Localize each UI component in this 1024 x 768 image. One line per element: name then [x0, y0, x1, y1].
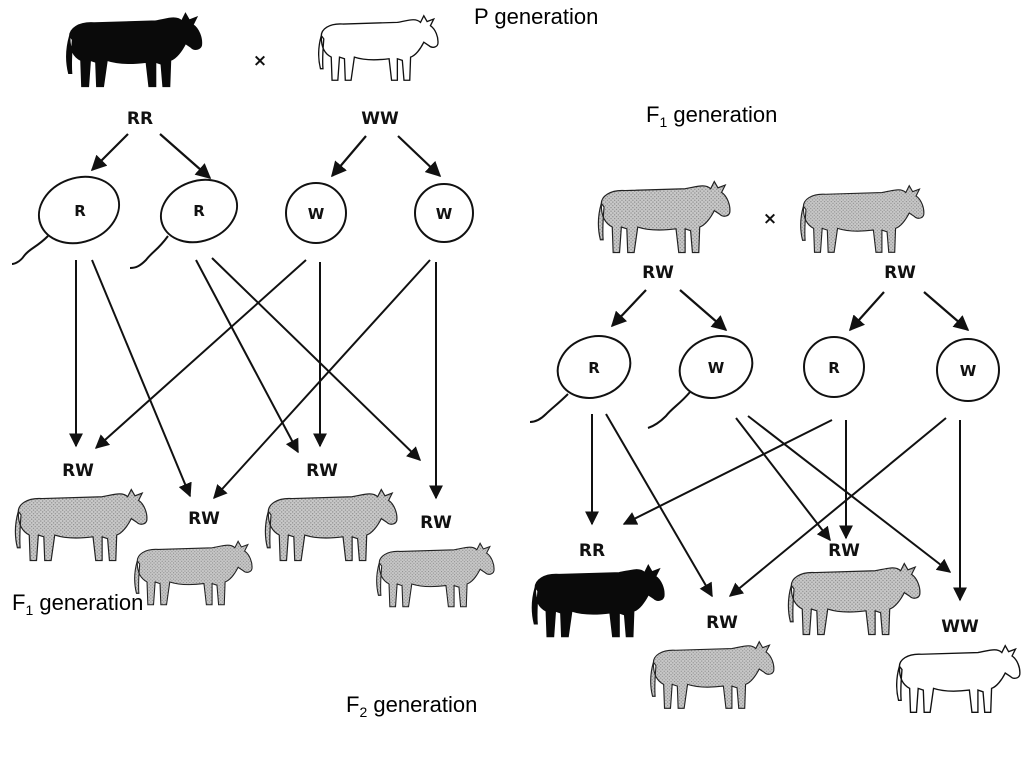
offspring-genotype: RW: [188, 509, 220, 529]
caption-p-generation: P generation: [474, 4, 598, 29]
offspring-cow-roan: [134, 540, 253, 606]
fertilization-arrows: [585, 413, 967, 602]
offspring-genotype: RW: [306, 461, 338, 481]
offspring-cow-roan: [14, 488, 148, 562]
parent-arrows: [90, 133, 442, 180]
gamete-label: W: [960, 362, 977, 380]
offspring-cow-black: [531, 564, 665, 638]
gamete-label: R: [74, 202, 86, 220]
parent-genotype-rr: RR: [127, 109, 153, 129]
egg-gamete: [414, 183, 474, 243]
offspring-cow-roan: [650, 641, 775, 709]
gametes: [529, 335, 1000, 429]
parent-genotype: RW: [884, 263, 916, 283]
offspring-genotype: RW: [828, 541, 860, 561]
parent-arrows: [610, 289, 970, 332]
caption-f2-generation: F2 generation: [346, 692, 477, 720]
offspring-genotype: RW: [62, 461, 94, 481]
sperm-gamete: [556, 335, 632, 399]
offspring-cow-roan: [787, 562, 921, 636]
left-cross: × P generation RR WW R R W W: [11, 4, 598, 618]
offspring-cow-roan: [376, 542, 495, 608]
parent-genotype-ww: WW: [361, 109, 399, 129]
offspring-cow-roan: [264, 488, 398, 562]
parent-cow-roan: [800, 185, 925, 253]
sperm-gamete: [678, 335, 754, 399]
egg-gamete: [285, 182, 347, 244]
gamete-label: R: [828, 359, 840, 377]
offspring-genotype: RW: [420, 513, 452, 533]
offspring-cow-white: [896, 645, 1021, 713]
offspring-genotype: RR: [579, 541, 605, 561]
egg-gamete: [803, 336, 865, 398]
parent-genotype: RW: [642, 263, 674, 283]
gametes: [11, 175, 474, 269]
parent-cow-white: [318, 15, 439, 81]
cross-symbol: ×: [763, 209, 777, 229]
right-cross: F1 generation × RW RW R W R W: [346, 102, 1021, 720]
sperm-gamete: [37, 175, 121, 245]
gamete-label: R: [588, 359, 600, 377]
cross-symbol: ×: [253, 51, 267, 71]
offspring-genotype: RW: [706, 613, 738, 633]
caption-f1-generation-left: F1 generation: [12, 590, 143, 618]
offspring-genotype: WW: [941, 617, 979, 637]
gamete-label: W: [436, 205, 453, 223]
egg-gamete: [936, 338, 1000, 402]
gamete-label: W: [708, 359, 725, 377]
parent-cow-roan: [597, 180, 731, 254]
sperm-gamete: [159, 178, 239, 244]
parent-cow-black: [66, 12, 203, 88]
gamete-label: R: [193, 202, 205, 220]
fertilization-arrows: [69, 257, 443, 500]
gamete-label: W: [308, 205, 325, 223]
caption-f1-generation-right: F1 generation: [646, 102, 777, 130]
